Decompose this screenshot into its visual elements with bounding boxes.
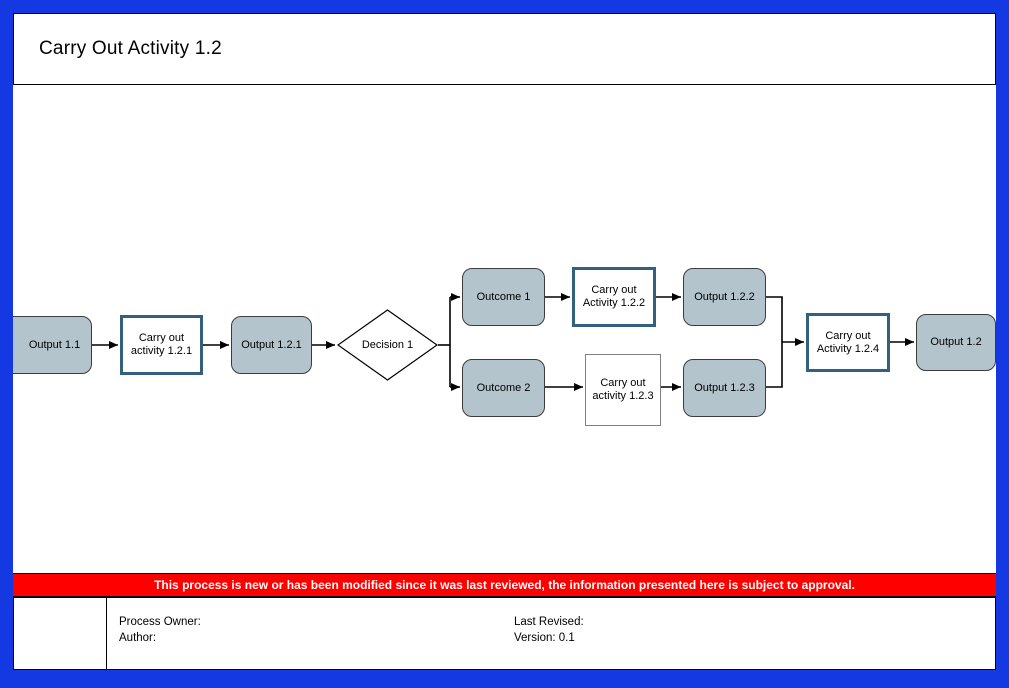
node-outcome-1: Outcome 1 [462,268,545,326]
node-activity-1-2-2[interactable]: Carry out Activity 1.2.2 [572,267,656,327]
diamond-shape [337,309,438,381]
footer-owner-block: Process Owner: Author: [119,615,201,646]
page-title: Carry Out Activity 1.2 [39,38,222,59]
node-label: Decision 1 [361,338,414,351]
node-label: Output 1.2 [930,336,982,348]
node-label: Carry out Activity 1.2.4 [816,329,880,355]
node-outcome-2: Outcome 2 [462,359,545,417]
node-label: Output 1.2.1 [241,338,302,351]
node-label: Outcome 1 [476,290,531,303]
footer-divider [106,598,107,669]
approval-banner: This process is new or has been modified… [13,573,996,597]
approval-banner-text: This process is new or has been modified… [154,578,855,592]
node-label: Outcome 2 [476,381,531,394]
node-label: Output 1.2.3 [694,381,755,394]
node-label: Carry out activity 1.2.1 [130,332,193,357]
footer: Process Owner: Author: Last Revised: Ver… [13,597,996,670]
node-label: Carry out Activity 1.2.2 [582,284,646,309]
footer-revision-block: Last Revised: Version: 0.1 [514,615,584,646]
node-output-1-2-2: Output 1.2.2 [683,268,766,326]
node-output-1-1: Output 1.1 [13,316,92,374]
node-activity-1-2-3: Carry out activity 1.2.3 [585,354,661,426]
node-output-1-2-3: Output 1.2.3 [683,359,766,417]
node-decision-1: Decision 1 [337,309,438,381]
author-label: Author: [119,631,157,644]
node-label: Output 1.2.2 [694,290,755,303]
node-activity-1-2-1[interactable]: Carry out activity 1.2.1 [120,315,203,375]
node-output-1-2: Output 1.2 [916,314,996,371]
process-owner-label: Process Owner: [119,616,201,628]
last-revised-label: Last Revised: [514,616,584,628]
node-label: Carry out activity 1.2.3 [592,377,654,402]
title-bar: Carry Out Activity 1.2 [13,13,996,85]
connector-lines [92,293,914,391]
node-label: Output 1.1 [28,338,81,351]
diagram-canvas: Output 1.1 Carry out activity 1.2.1 Outp… [13,85,996,573]
version-label: Version: 0.1 [514,631,575,644]
node-activity-1-2-4[interactable]: Carry out Activity 1.2.4 [806,313,890,372]
node-output-1-2-1: Output 1.2.1 [231,316,312,374]
